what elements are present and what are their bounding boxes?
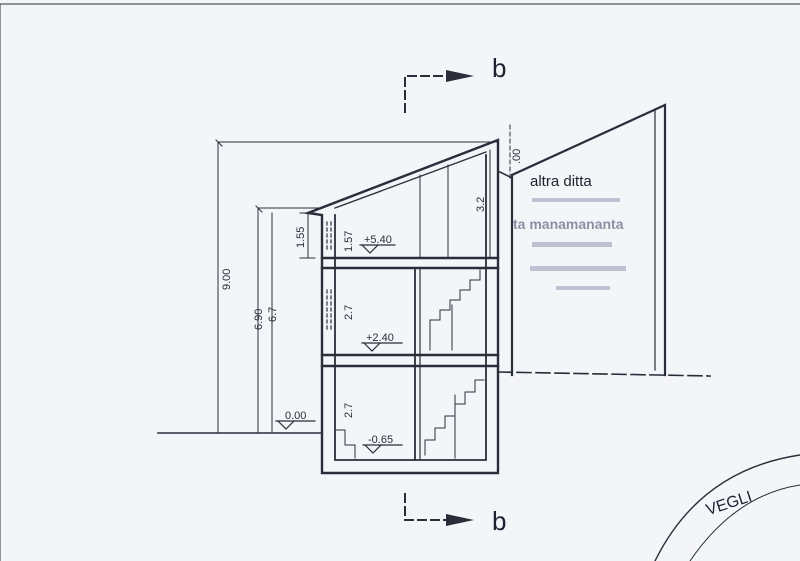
building-section [303, 138, 500, 475]
inner-outline [334, 154, 487, 461]
roof-inner [334, 151, 487, 209]
section-top-arrow [446, 70, 474, 82]
dim-ridge-label: 3.2 [475, 197, 487, 212]
dim-a-label: 6.90 [253, 309, 265, 330]
level-basement-mark [364, 444, 382, 454]
neighbor-faded-text: ta manamananta [513, 216, 624, 232]
stamp-arc [654, 454, 800, 561]
stairs [334, 269, 485, 459]
neighbor-building [497, 103, 711, 377]
section-markers [404, 70, 474, 526]
stamp-arc-inner [689, 484, 800, 561]
level-attic-label: +5.40 [364, 234, 392, 246]
stamp-text: VEGLI [704, 488, 754, 519]
dim-parapet-label: 1.55 [295, 227, 307, 248]
level-attic-mark [361, 244, 379, 254]
section-bottom-line [404, 493, 451, 521]
dim-floor-upper-label: 2.7 [343, 305, 355, 320]
facade-openings [326, 221, 332, 331]
neighbor-outline [510, 103, 667, 377]
basement-steps [334, 429, 356, 459]
level-markers [275, 244, 403, 454]
neighbor-ground [497, 371, 711, 377]
dim-b-label: 6.7 [267, 307, 279, 322]
level-first-mark [363, 342, 381, 352]
stair-upper [429, 269, 481, 351]
dim-ridge-offset-label: .00 [511, 149, 523, 164]
dim-total-label: 9.00 [221, 269, 233, 290]
section-label-bottom: b [492, 506, 506, 536]
section-bottom-arrow [446, 514, 474, 526]
neighbor-smudges [530, 198, 626, 290]
dim-attic-label: 1.57 [343, 231, 355, 252]
level-ground-mark [277, 420, 295, 430]
level-basement-label: -0.65 [368, 434, 393, 446]
dim-floor-lower-label: 2.7 [343, 403, 355, 418]
section-label-top: b [492, 53, 506, 83]
building-outline [303, 138, 500, 475]
section-top-line [404, 75, 451, 113]
neighbor-name: altra ditta [530, 173, 592, 190]
level-ground-label: 0.00 [285, 410, 306, 422]
dimension-lines [215, 124, 511, 434]
level-first-label: +2.40 [366, 332, 394, 344]
